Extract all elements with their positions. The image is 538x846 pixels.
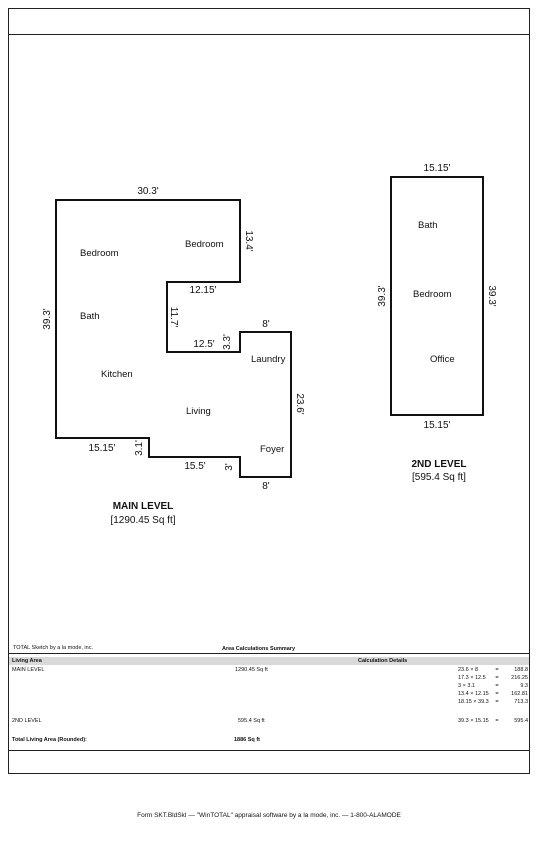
dim-left: 39.3' (42, 308, 53, 329)
dim-notch-side: 11.7' (168, 307, 179, 328)
dim-bottom-left-side: 3.1' (134, 440, 145, 456)
room-office: Office (430, 354, 455, 365)
room-foyer: Foyer (260, 444, 284, 455)
calc-value: 9.3 (520, 683, 528, 689)
dim-2nd-right: 39.3' (486, 285, 497, 306)
summary-top-rule (8, 653, 530, 654)
room-bath-2nd: Bath (418, 220, 438, 231)
calc-expr: 3 × 3.1 (458, 683, 475, 689)
calc-expr: 17.3 × 12.5 (458, 675, 486, 681)
calc-eq: = (495, 675, 499, 681)
page-frame (8, 8, 530, 774)
main-level-title: MAIN LEVEL (113, 501, 174, 512)
room-bath-main: Bath (80, 311, 100, 322)
calc-eq: = (495, 667, 499, 673)
summary-bottom-rule (8, 750, 530, 751)
second-level-outline (390, 176, 484, 416)
row-main-level-area: 1290.45 Sq ft (235, 667, 268, 673)
total-label: Total Living Area (Rounded): (12, 737, 87, 743)
calc-expr: 23.6 × 8 (458, 667, 479, 673)
main-level-outline (55, 199, 292, 478)
summary-title: Area Calculations Summary (222, 646, 296, 652)
sketch-credit: TOTAL Sketch by a la mode, inc. (13, 645, 93, 651)
dim-laundry-top: 8' (262, 319, 270, 330)
calc-value: 216.25 (511, 675, 528, 681)
calc-value: 595.4 (514, 718, 528, 724)
calc-value: 188.8 (514, 667, 528, 673)
dim-notch-bottom: 12.15' (190, 285, 217, 296)
calc-row: 39.3 × 15.15 = 595.4 (458, 718, 528, 724)
main-level-area: [1290.45 Sq ft] (110, 515, 175, 526)
calc-row: 3 × 3.1 = 9.3 (458, 683, 528, 689)
second-level-title: 2ND LEVEL (411, 459, 466, 470)
calc-expr: 13.4 × 12.15 (458, 691, 489, 697)
summary-header-bar (9, 657, 529, 665)
calc-eq: = (495, 691, 499, 697)
dim-bottom-right: 8' (262, 481, 270, 492)
dim-right-long: 23.6' (294, 393, 305, 414)
dim-step-bottom: 12.5' (193, 339, 214, 350)
room-bedroom-2nd: Bedroom (413, 289, 452, 300)
dim-right-upper: 13.4' (243, 230, 254, 251)
room-laundry: Laundry (251, 354, 286, 365)
room-bedroom-left: Bedroom (80, 248, 119, 259)
dim-bottom-mid: 15.5' (184, 461, 205, 472)
room-living: Living (186, 406, 211, 417)
dim-step-side: 3.3' (222, 334, 233, 350)
dim-2nd-top: 15.15' (424, 163, 451, 174)
form-footer: Form SKT.BldSkI — "WinTOTAL" appraisal s… (137, 812, 401, 819)
col-living-area: Living Area (12, 658, 42, 664)
calc-eq: = (495, 699, 499, 705)
row-main-level-name: MAIN LEVEL (12, 667, 45, 673)
total-value: 1886 Sq ft (234, 737, 260, 743)
col-calc-details: Calculation Details (358, 658, 408, 664)
dim-2nd-left: 39.3' (377, 285, 388, 306)
header-rule (8, 34, 530, 35)
calc-value: 713.3 (514, 699, 528, 705)
row-second-level-area: 595.4 Sq ft (238, 718, 265, 724)
calc-row: 17.3 × 12.5 = 216.25 (458, 675, 528, 681)
dim-bottom-mid-side: 3' (224, 463, 235, 471)
calc-row: 18.15 × 39.3 = 713.3 (458, 699, 528, 705)
calc-row: 13.4 × 12.15 = 162.81 (458, 691, 528, 697)
second-level-area: [595.4 Sq ft] (412, 472, 466, 483)
calc-expr: 18.15 × 39.3 (458, 699, 489, 705)
row-second-level-name: 2ND LEVEL (12, 718, 42, 724)
calc-expr: 39.3 × 15.15 (458, 718, 489, 724)
dim-2nd-bottom: 15.15' (424, 420, 451, 431)
room-kitchen: Kitchen (101, 369, 133, 380)
dim-top: 30.3' (137, 186, 158, 197)
calc-value: 162.81 (511, 691, 528, 697)
calc-eq: = (495, 718, 499, 724)
room-bedroom-right: Bedroom (185, 239, 224, 250)
calc-row: 23.6 × 8 = 188.8 (458, 667, 528, 673)
calc-eq: = (495, 683, 499, 689)
dim-bottom-left: 15.15' (89, 443, 116, 454)
